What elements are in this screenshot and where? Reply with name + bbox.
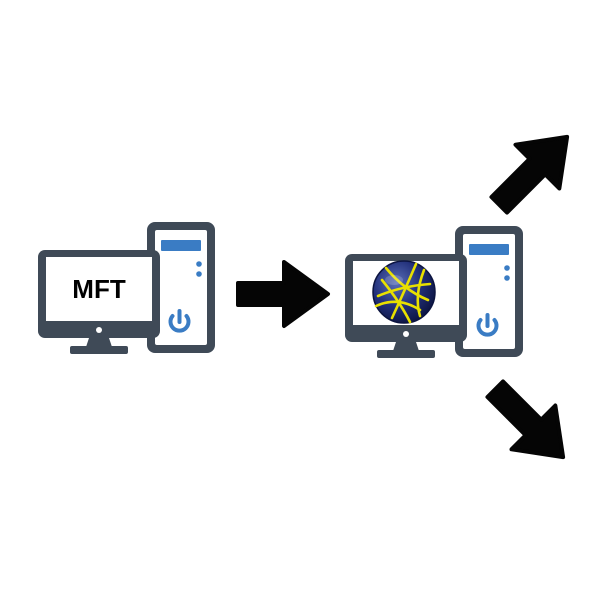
arrow-up-right-icon	[489, 134, 570, 215]
source-screen	[46, 257, 152, 321]
indicator-light-icon	[196, 271, 202, 277]
destination-monitor	[345, 254, 467, 358]
arrow-down-right-icon	[485, 379, 566, 460]
indicator-light-icon	[504, 275, 510, 281]
source-monitor: MFT	[38, 250, 160, 354]
destination-tower	[455, 226, 523, 357]
destination-computer	[345, 226, 523, 358]
indicator-light-icon	[504, 265, 510, 271]
drive-bay-icon	[161, 240, 201, 251]
power-button-icon	[168, 309, 191, 333]
source-tower	[147, 222, 215, 353]
globe-icon	[372, 260, 436, 324]
monitor-stand	[377, 350, 435, 358]
power-button-icon	[476, 313, 499, 337]
indicator-light-icon	[196, 261, 202, 267]
screen-label-mft: MFT	[72, 274, 126, 304]
drive-bay-icon	[469, 244, 509, 255]
monitor-stand	[70, 346, 128, 354]
source-computer: MFT	[38, 222, 215, 354]
arrow-right-icon	[236, 260, 330, 328]
